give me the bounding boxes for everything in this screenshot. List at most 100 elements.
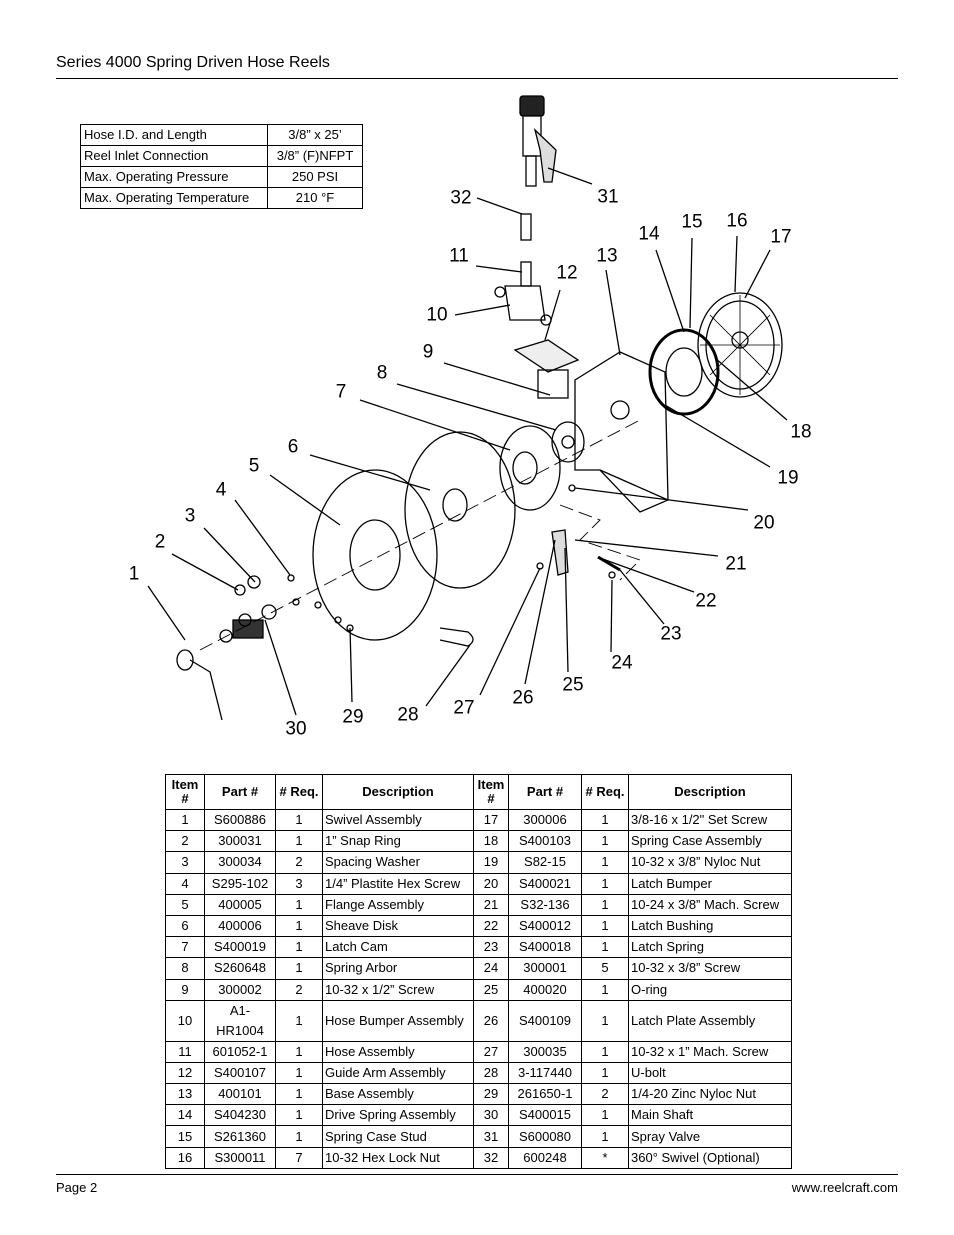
svg-text:32: 32 [450,188,471,209]
table-cell: 1 [581,978,629,1001]
callout-15: 15 [681,212,702,233]
table-cell: 7 [165,936,205,959]
table-cell: 24 [473,957,509,980]
table-cell: 1/4” Plastite Hex Screw [322,872,474,895]
svg-text:8: 8 [377,363,388,384]
table-cell: 261650-1 [508,1083,582,1106]
svg-text:31: 31 [597,187,618,208]
table-cell: S600080 [508,1125,582,1148]
table-cell: 1 [275,830,323,853]
table-cell: 27 [473,1040,509,1063]
svg-text:13: 13 [596,246,617,267]
table-cell: 1 [581,830,629,853]
svg-text:21: 21 [725,554,746,575]
table-cell: 18 [473,830,509,853]
svg-text:24: 24 [611,653,633,674]
table-cell: 29 [473,1083,509,1106]
header-req: # Req. [275,774,323,810]
table-cell: 1 [581,936,629,959]
table-cell: S295-102 [204,872,276,895]
callout-31: 31 [597,187,618,208]
table-cell: 23 [473,936,509,959]
table-cell: 1 [581,914,629,938]
table-cell: 32 [473,1146,509,1169]
header-part: Part # [508,774,582,810]
table-cell: 1 [275,1125,323,1148]
table-cell: 300035 [508,1040,582,1063]
table-cell: S400109 [508,999,582,1042]
callout-16: 16 [726,211,747,232]
table-cell: Latch Plate Assembly [628,999,792,1042]
table-cell: 1 [581,1104,629,1127]
table-cell: 5 [581,957,629,980]
table-cell: 10-32 x 1/2” Screw [322,978,474,1001]
table-cell: S300011 [204,1146,276,1169]
table-cell: Latch Bumper [628,872,792,895]
svg-text:17: 17 [770,227,791,248]
table-cell: 5 [165,893,205,916]
callout-5: 5 [249,456,260,477]
table-cell: 300006 [508,808,582,832]
page-title: Series 4000 Spring Driven Hose Reels [56,54,330,71]
spec-value: 210 °F [267,187,363,209]
table-cell: 31 [473,1125,509,1148]
table-cell: Flange Assembly [322,893,474,916]
callout-27: 27 [453,698,474,719]
table-cell: 3-117440 [508,1061,582,1085]
table-cell: 300002 [204,978,276,1001]
table-cell: Spring Arbor [322,957,474,980]
table-cell: 3/8-16 x 1/2" Set Screw [628,808,792,832]
table-cell: 22 [473,914,509,938]
table-cell: Spring Case Assembly [628,830,792,853]
table-cell: 360° Swivel (Optional) [628,1146,792,1169]
callout-17: 17 [770,227,791,248]
callout-7: 7 [336,382,347,403]
table-cell: Spray Valve [628,1125,792,1148]
table-cell: 3 [275,872,323,895]
callout-6: 6 [288,437,299,458]
table-cell: A1-HR1004 [204,999,276,1042]
table-cell: 2 [165,830,205,853]
spec-label: Max. Operating Temperature [80,187,268,209]
table-cell: S400107 [204,1061,276,1085]
table-cell: Spring Case Stud [322,1125,474,1148]
table-cell: 30 [473,1104,509,1127]
table-cell: 1 [581,851,629,874]
table-cell: S400103 [508,830,582,853]
table-cell: 25 [473,978,509,1001]
table-cell: Guide Arm Assembly [322,1061,474,1085]
table-cell: 1” Snap Ring [322,830,474,853]
table-cell: 8 [165,957,205,980]
svg-text:11: 11 [449,246,469,267]
table-cell: 20 [473,872,509,895]
table-cell: Swivel Assembly [322,808,474,832]
table-cell: 12 [165,1061,205,1085]
table-cell: 10-32 Hex Lock Nut [322,1146,474,1169]
callout-10: 10 [426,305,447,326]
svg-text:14: 14 [638,224,660,245]
table-cell: 10-24 x 3/8” Mach. Screw [628,893,792,916]
table-cell: Hose Assembly [322,1040,474,1063]
table-cell: 1 [275,936,323,959]
svg-text:27: 27 [453,698,474,719]
table-cell: Latch Spring [628,936,792,959]
table-cell: 1 [275,999,323,1042]
table-cell: 300034 [204,851,276,874]
svg-text:15: 15 [681,212,702,233]
table-cell: 1 [275,1040,323,1063]
table-cell: 1 [581,1040,629,1063]
svg-text:1: 1 [129,564,140,585]
svg-text:23: 23 [660,624,681,645]
callout-32: 32 [450,188,471,209]
svg-text:7: 7 [336,382,347,403]
svg-text:22: 22 [695,591,716,612]
svg-text:16: 16 [726,211,747,232]
header-rule [56,78,898,79]
